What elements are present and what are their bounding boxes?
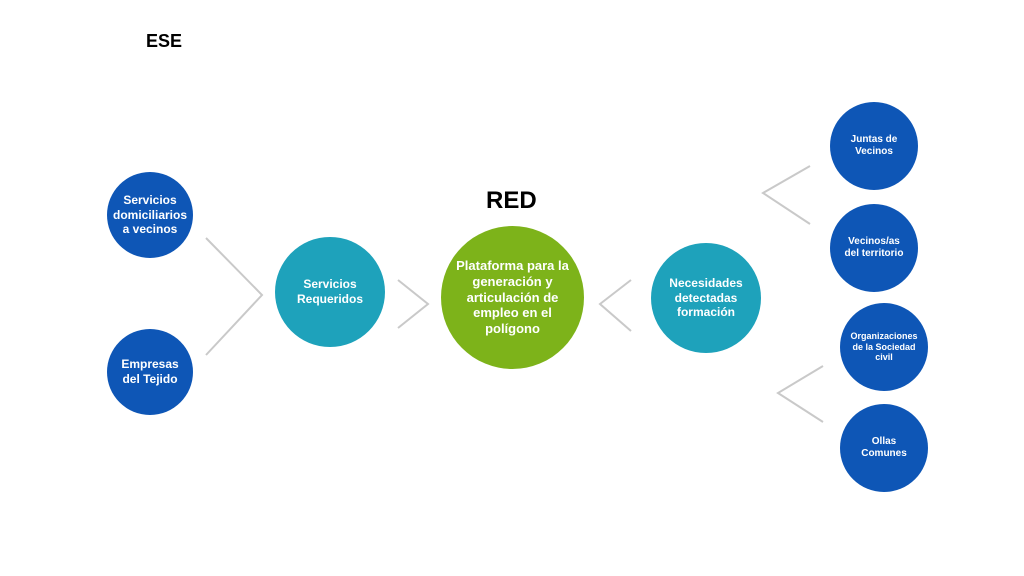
chevron-left-connector-bottom <box>776 365 824 423</box>
chevron-left-connector-small <box>598 279 632 332</box>
red-heading: RED <box>486 187 537 214</box>
chevron-left-connector-top <box>761 165 811 225</box>
chevron-right-connector-small <box>397 279 430 329</box>
chevron-right-connector-ese <box>205 237 264 356</box>
node-label: Plataforma para la generación y articula… <box>456 257 569 337</box>
node-juntas-vecinos: Juntas de Vecinos <box>830 102 918 190</box>
node-label: Empresas del Tejido <box>121 357 179 386</box>
node-plataforma: Plataforma para la generación y articula… <box>441 226 584 369</box>
node-label: Organizaciones de la Sociedad civil <box>850 330 918 363</box>
ese-heading: ESE <box>146 31 183 51</box>
node-organizaciones-sociedad-civil: Organizaciones de la Sociedad civil <box>840 303 928 391</box>
node-label: Servicios Requeridos <box>296 277 363 306</box>
node-necesidades: Necesidades detectadas formación <box>651 243 761 353</box>
node-label: Servicios domiciliarios a vecinos <box>112 193 188 237</box>
node-label: Vecinos/as del territorio <box>844 235 904 259</box>
node-empresas-tejido: Empresas del Tejido <box>107 329 193 415</box>
node-ollas-comunes: Ollas Comunes <box>840 404 928 492</box>
node-servicios-domiciliarios: Servicios domiciliarios a vecinos <box>107 172 193 258</box>
node-label: Necesidades detectadas formación <box>669 276 743 320</box>
node-vecinos-territorio: Vecinos/as del territorio <box>830 204 918 292</box>
node-label: Juntas de Vecinos <box>850 133 898 157</box>
node-label: Ollas Comunes <box>861 435 907 459</box>
node-servicios-requeridos: Servicios Requeridos <box>275 237 385 347</box>
